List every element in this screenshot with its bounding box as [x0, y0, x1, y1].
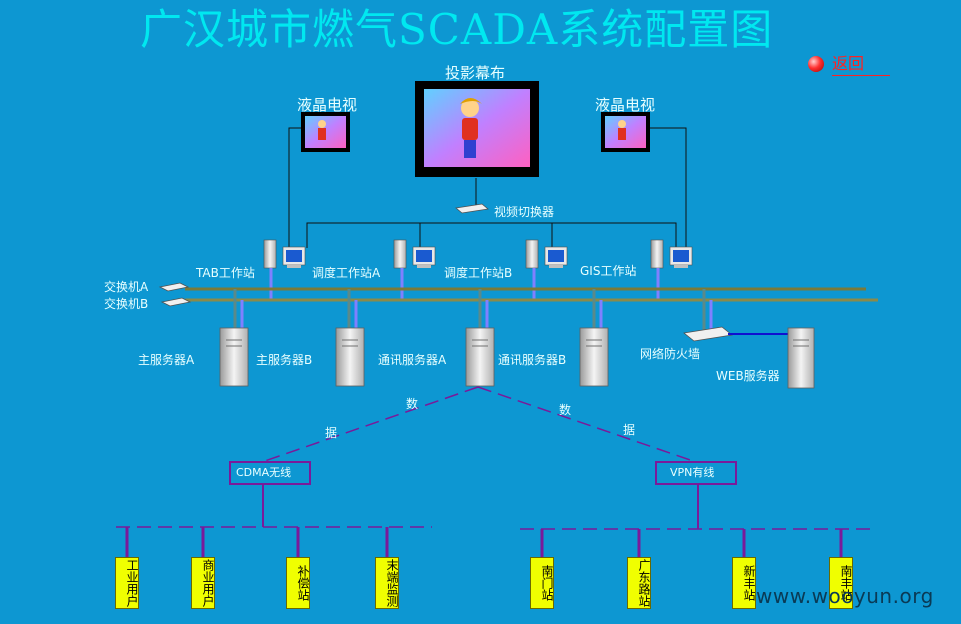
- pc-dispatch-a: [393, 239, 436, 269]
- back-dot-icon: [808, 56, 824, 72]
- lan-bus: [185, 287, 878, 302]
- projector-label: 投影幕布: [445, 64, 506, 82]
- mascot-head: [461, 99, 479, 117]
- site-commercial-users: 商业用户: [191, 557, 215, 609]
- mascot-legs: [464, 140, 476, 158]
- vpn-box: [655, 461, 737, 485]
- site-xinfeng-station: 新丰站: [732, 557, 756, 609]
- lcd-tv-left: [301, 112, 350, 152]
- cdma-box: [229, 461, 311, 485]
- server-main-b: [335, 327, 365, 387]
- site-compensation-station: 补偿站: [286, 557, 310, 609]
- data-char-1: 数: [406, 397, 419, 411]
- web-server-label: WEB服务器: [716, 369, 780, 383]
- pc-gis-workstation: [650, 239, 693, 269]
- switch-label-a: 交换机A: [104, 280, 149, 294]
- workstation-label-dispatch-b: 调度工作站B: [444, 266, 513, 280]
- projector-screen: [415, 81, 539, 177]
- video-switcher-icon: [455, 203, 489, 214]
- workstation-label-tab: TAB工作站: [196, 266, 255, 280]
- lcd-tv-right: [601, 112, 650, 152]
- switch-label-b: 交换机B: [104, 297, 149, 311]
- lcd-left-label: 液晶电视: [297, 96, 358, 114]
- cdma-label: CDMA无线: [236, 466, 292, 479]
- server-comm-a: [465, 327, 495, 387]
- data-links: [116, 386, 872, 530]
- video-switch-label: 视频切换器: [494, 205, 555, 219]
- site-drops: [125, 527, 843, 557]
- site-nanmen-station: 南门站: [530, 557, 554, 609]
- mascot-hair: [460, 98, 482, 104]
- server-main-a: [219, 327, 249, 387]
- site-end-monitoring: 末端监测: [375, 557, 399, 609]
- lcd-right-label: 液晶电视: [595, 96, 656, 114]
- page-title: 广汉城市燃气SCADA系统配置图: [140, 5, 774, 54]
- data-char-2: 据: [325, 426, 338, 440]
- switch-icons: [158, 282, 192, 307]
- server-label-main-a: 主服务器A: [138, 353, 195, 367]
- server-drops: [233, 289, 706, 330]
- back-label: 返回: [832, 53, 890, 76]
- data-char-4: 据: [623, 423, 636, 437]
- workstation-label-dispatch-a: 调度工作站A: [312, 266, 381, 280]
- back-button[interactable]: 返回: [808, 53, 890, 76]
- firewall-icon: [683, 326, 733, 342]
- pc-dispatch-b: [525, 239, 568, 269]
- server-label-comm-b: 通讯服务器B: [498, 353, 567, 367]
- data-char-3: 数: [559, 403, 572, 417]
- mascot-body: [462, 118, 478, 140]
- workstation-drops: [269, 268, 660, 300]
- vpn-label: VPN有线: [670, 466, 715, 479]
- server-label-main-b: 主服务器B: [256, 353, 313, 367]
- site-industrial-users: 工业用户: [115, 557, 139, 609]
- server-comm-b: [579, 327, 609, 387]
- site-nanfeng-station: 南丰站: [829, 557, 853, 609]
- workstation-label-gis: GIS工作站: [580, 264, 637, 278]
- firewall-label: 网络防火墙: [640, 347, 701, 361]
- server-label-comm-a: 通讯服务器A: [378, 353, 447, 367]
- watermark-text: www.wooyun.org: [756, 584, 934, 608]
- site-guangdong-road-station: 广东路站: [627, 557, 651, 609]
- server-web: [787, 327, 815, 389]
- pc-tab-workstation: [263, 239, 306, 269]
- server-drops-b: [240, 300, 713, 330]
